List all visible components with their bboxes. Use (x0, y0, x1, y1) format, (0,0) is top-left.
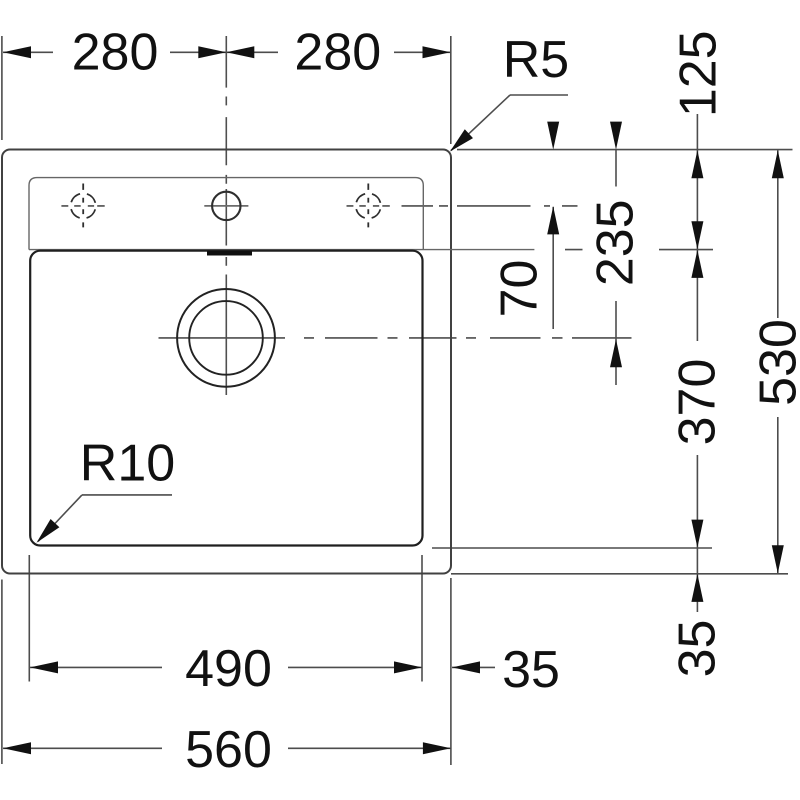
svg-text:R5: R5 (503, 31, 569, 89)
svg-text:R10: R10 (80, 435, 175, 493)
svg-text:35: 35 (502, 641, 560, 699)
svg-text:530: 530 (750, 319, 800, 406)
svg-text:490: 490 (185, 640, 272, 698)
svg-text:280: 280 (72, 24, 159, 82)
svg-text:370: 370 (669, 359, 727, 446)
svg-text:560: 560 (185, 721, 272, 779)
svg-text:70: 70 (491, 260, 549, 318)
svg-text:35: 35 (669, 620, 727, 678)
svg-text:125: 125 (670, 30, 728, 117)
svg-text:235: 235 (587, 199, 645, 286)
svg-text:280: 280 (294, 24, 381, 82)
